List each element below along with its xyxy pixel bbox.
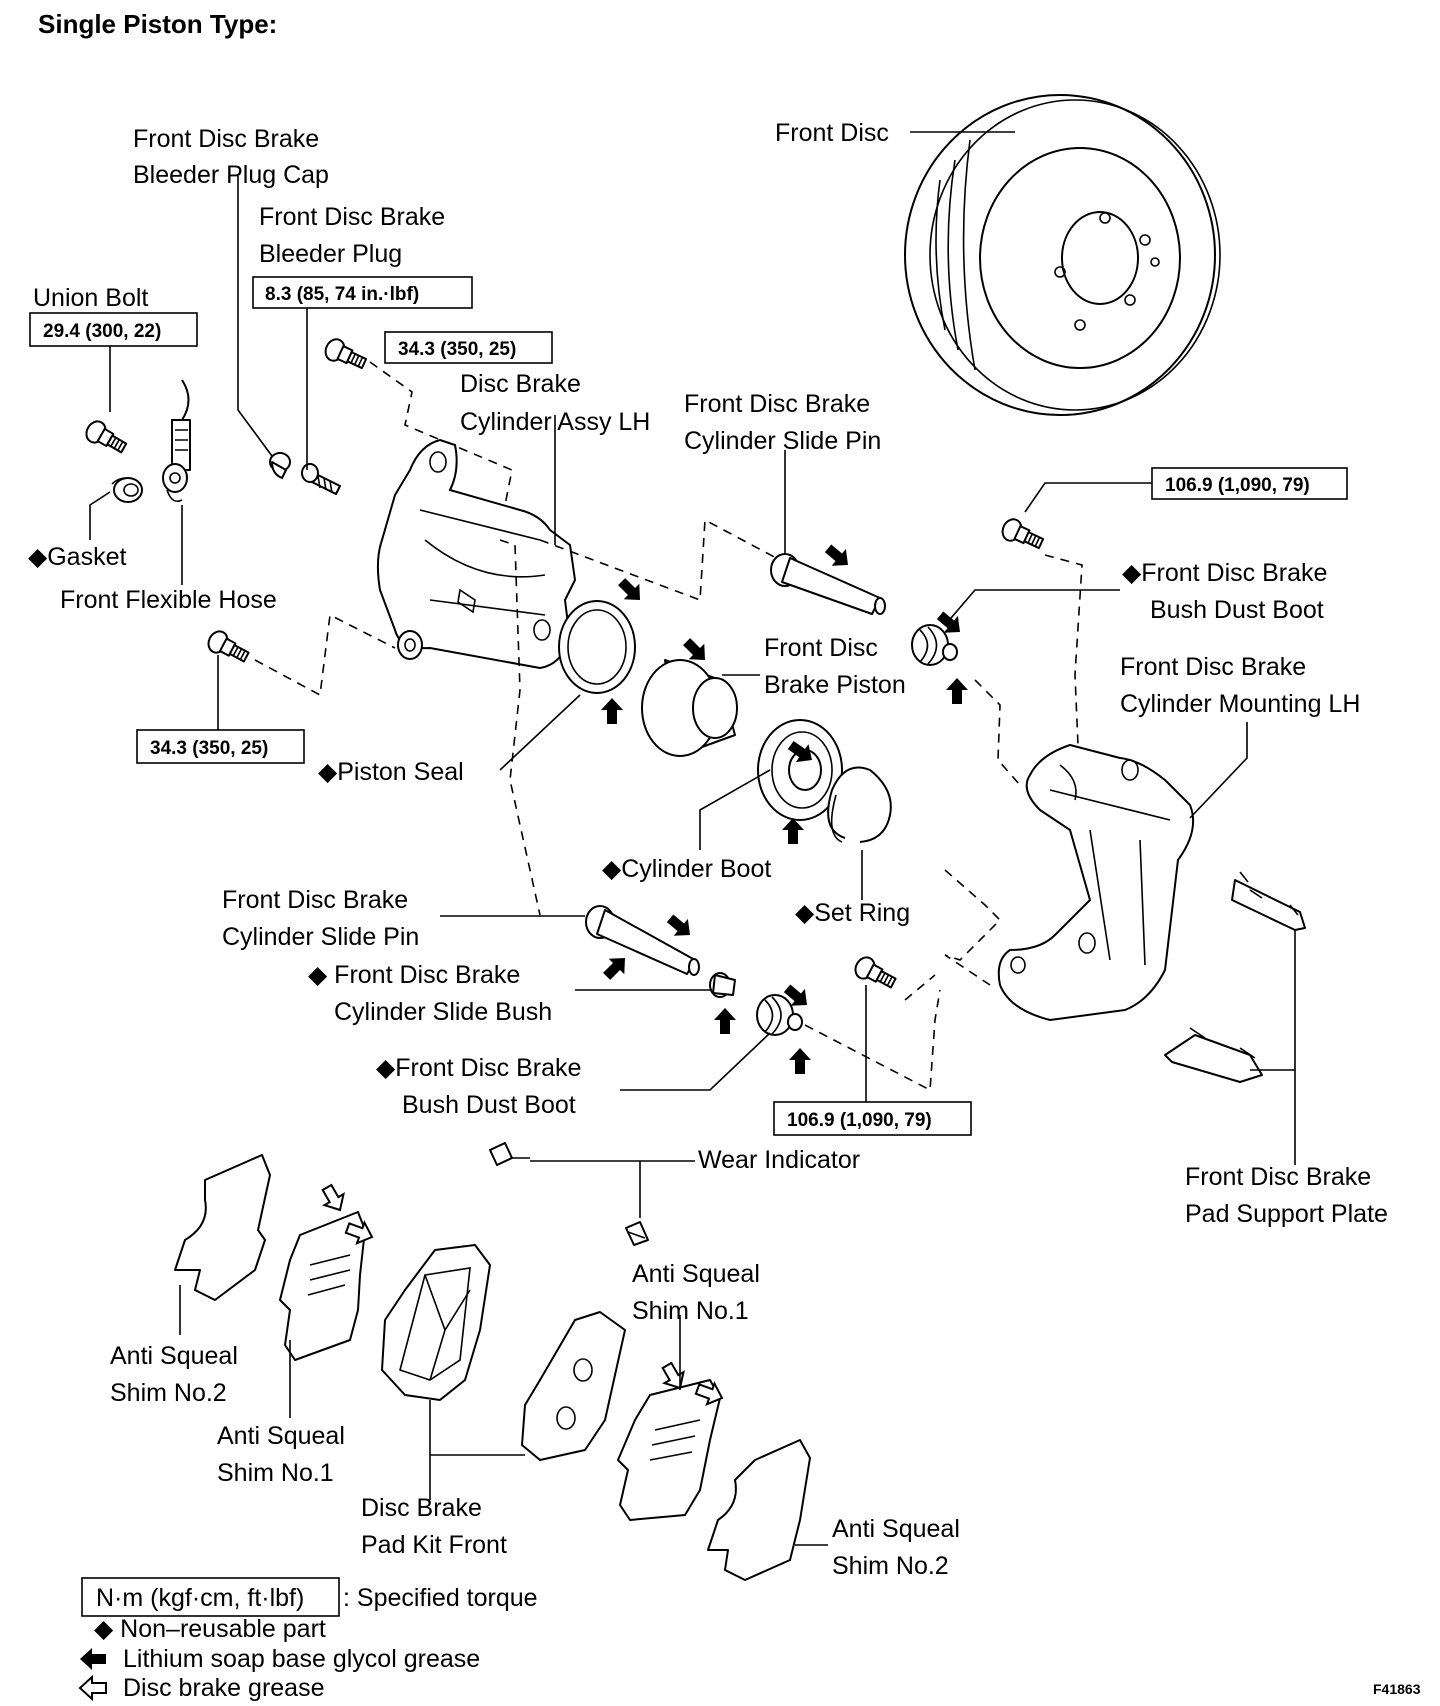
label-gasket: ◆Gasket — [28, 543, 126, 571]
upper-mounting-bolt-part — [998, 515, 1047, 555]
torque-upper-bolt: 34.3 (350, 25) — [384, 331, 553, 364]
pad-support-plate-upper — [1231, 871, 1306, 931]
legend-torque-box: N·m (kgf·cm, ft·lbf) — [96, 1584, 304, 1612]
shim-no1-right-part — [617, 1379, 721, 1521]
label-slide-pin-top-1: Front Disc Brake — [684, 390, 870, 418]
pad-inner-part — [521, 1311, 626, 1461]
label-mounting-2: Cylinder Mounting LH — [1120, 690, 1360, 718]
page-title: Single Piston Type: — [38, 9, 277, 39]
lower-mounting-bolt-part — [850, 953, 900, 994]
label-piston-1: Front Disc — [764, 634, 878, 662]
svg-text:34.3 (350, 25): 34.3 (350, 25) — [150, 738, 268, 759]
torque-bleeder-plug: 8.3 (85, 74 in.·lbf) — [252, 276, 473, 309]
caliper-part — [376, 439, 576, 669]
set-ring-part — [827, 766, 892, 843]
legend: N·m (kgf·cm, ft·lbf) : Specified torque … — [79, 1577, 538, 1702]
legend-lithium: Lithium soap base glycol grease — [123, 1645, 480, 1673]
legend-nonreusable: ◆ Non–reusable part — [94, 1615, 326, 1643]
lower-slide-pin-part — [585, 905, 700, 976]
legend-torque-text: : Specified torque — [343, 1584, 538, 1612]
piston-seal-part — [558, 600, 636, 694]
label-shim1-right-1: Anti Squeal — [632, 1260, 760, 1288]
label-union-bolt: Union Bolt — [33, 284, 148, 312]
label-piston-seal: ◆Piston Seal — [318, 758, 464, 786]
upper-slide-pin-part — [770, 553, 886, 615]
bleeder-cap-part — [269, 452, 291, 479]
wear-indicator-part — [489, 1142, 530, 1166]
svg-text:8.3 (85, 74 in.·lbf): 8.3 (85, 74 in.·lbf) — [265, 284, 419, 305]
piston-part — [641, 659, 738, 757]
wear-indicator-part-2 — [625, 1221, 649, 1246]
label-dust-boot-top-1: ◆Front Disc Brake — [1122, 559, 1327, 587]
label-slide-pin-top-2: Cylinder Slide Pin — [684, 427, 881, 455]
svg-text:106.9 (1,090, 79): 106.9 (1,090, 79) — [1165, 475, 1310, 496]
legend-disc-grease: Disc brake grease — [123, 1674, 324, 1702]
label-shim1-right-2: Shim No.1 — [632, 1297, 749, 1325]
label-dust-boot-bot-1: ◆Front Disc Brake — [376, 1054, 581, 1082]
label-shim1-left-1: Anti Squeal — [217, 1422, 345, 1450]
label-dust-boot-top-2: Bush Dust Boot — [1150, 596, 1324, 624]
front-disc — [904, 94, 1221, 416]
label-bleeder-cap-2: Bleeder Plug Cap — [133, 161, 329, 189]
upper-dust-boot-part — [911, 624, 958, 666]
svg-text:29.4 (300, 22): 29.4 (300, 22) — [43, 321, 161, 342]
label-bleeder-cap-1: Front Disc Brake — [133, 125, 319, 153]
label-shim2-right-2: Shim No.2 — [832, 1552, 949, 1580]
label-bleeder-plug-1: Front Disc Brake — [259, 203, 445, 231]
figure-code: F41863 — [1373, 1681, 1421, 1697]
label-pad-support-1: Front Disc Brake — [1185, 1163, 1371, 1191]
label-slide-pin-bot-1: Front Disc Brake — [222, 886, 408, 914]
upper-caliper-bolt-part — [321, 335, 370, 375]
label-cyl-boot: ◆Cylinder Boot — [602, 855, 771, 883]
label-set-ring: ◆Set Ring — [795, 899, 910, 927]
label-mounting-1: Front Disc Brake — [1120, 653, 1306, 681]
lower-caliper-bolt-part — [203, 627, 253, 668]
lower-dust-boot-part — [756, 994, 803, 1036]
gasket-part — [111, 477, 143, 503]
torque-lower-bolt: 34.3 (350, 25) — [136, 729, 305, 764]
torque-mount-bottom: 106.9 (1,090, 79) — [773, 1101, 972, 1136]
label-shim2-right-1: Anti Squeal — [832, 1515, 960, 1543]
label-cyl-assy-2: Cylinder Assy LH — [460, 408, 650, 436]
label-shim2-left-1: Anti Squeal — [110, 1342, 238, 1370]
union-bolt-part — [81, 416, 131, 459]
label-front-disc: Front Disc — [775, 119, 889, 147]
labels: Front Disc Front Disc Brake Bleeder Plug… — [28, 119, 1388, 1580]
pad-support-plate-lower — [1164, 1027, 1263, 1083]
shim-no2-right-part — [707, 1439, 811, 1581]
label-slide-pin-bot-2: Cylinder Slide Pin — [222, 923, 419, 951]
flexible-hose-part — [162, 379, 191, 503]
mounting-part — [997, 744, 1194, 1021]
label-pad-support-2: Pad Support Plate — [1185, 1200, 1388, 1228]
bleeder-plug-part — [301, 463, 341, 495]
label-wear-indicator: Wear Indicator — [698, 1146, 860, 1174]
svg-text:106.9 (1,090, 79): 106.9 (1,090, 79) — [787, 1110, 932, 1131]
torque-union-bolt: 29.4 (300, 22) — [29, 312, 198, 347]
label-piston-2: Brake Piston — [764, 671, 906, 699]
label-cyl-assy-1: Disc Brake — [460, 370, 581, 398]
torque-mount-top: 106.9 (1,090, 79) — [1151, 467, 1348, 500]
label-slide-bush-1: ◆ Front Disc Brake — [308, 961, 520, 989]
label-slide-bush-2: Cylinder Slide Bush — [334, 998, 552, 1026]
svg-text:34.3 (350, 25): 34.3 (350, 25) — [398, 339, 516, 360]
label-bleeder-plug-2: Bleeder Plug — [259, 240, 402, 268]
label-pad-kit-2: Pad Kit Front — [361, 1531, 507, 1559]
label-shim2-left-2: Shim No.2 — [110, 1379, 227, 1407]
label-shim1-left-2: Shim No.1 — [217, 1459, 334, 1487]
label-flex-hose: Front Flexible Hose — [60, 586, 277, 614]
slide-bush-part — [709, 972, 736, 998]
shim-no2-left-part — [174, 1154, 271, 1301]
cylinder-boot-part — [757, 719, 843, 821]
pad-outer-part — [381, 1244, 491, 1401]
label-pad-kit-1: Disc Brake — [361, 1494, 482, 1522]
label-dust-boot-bot-2: Bush Dust Boot — [402, 1091, 576, 1119]
